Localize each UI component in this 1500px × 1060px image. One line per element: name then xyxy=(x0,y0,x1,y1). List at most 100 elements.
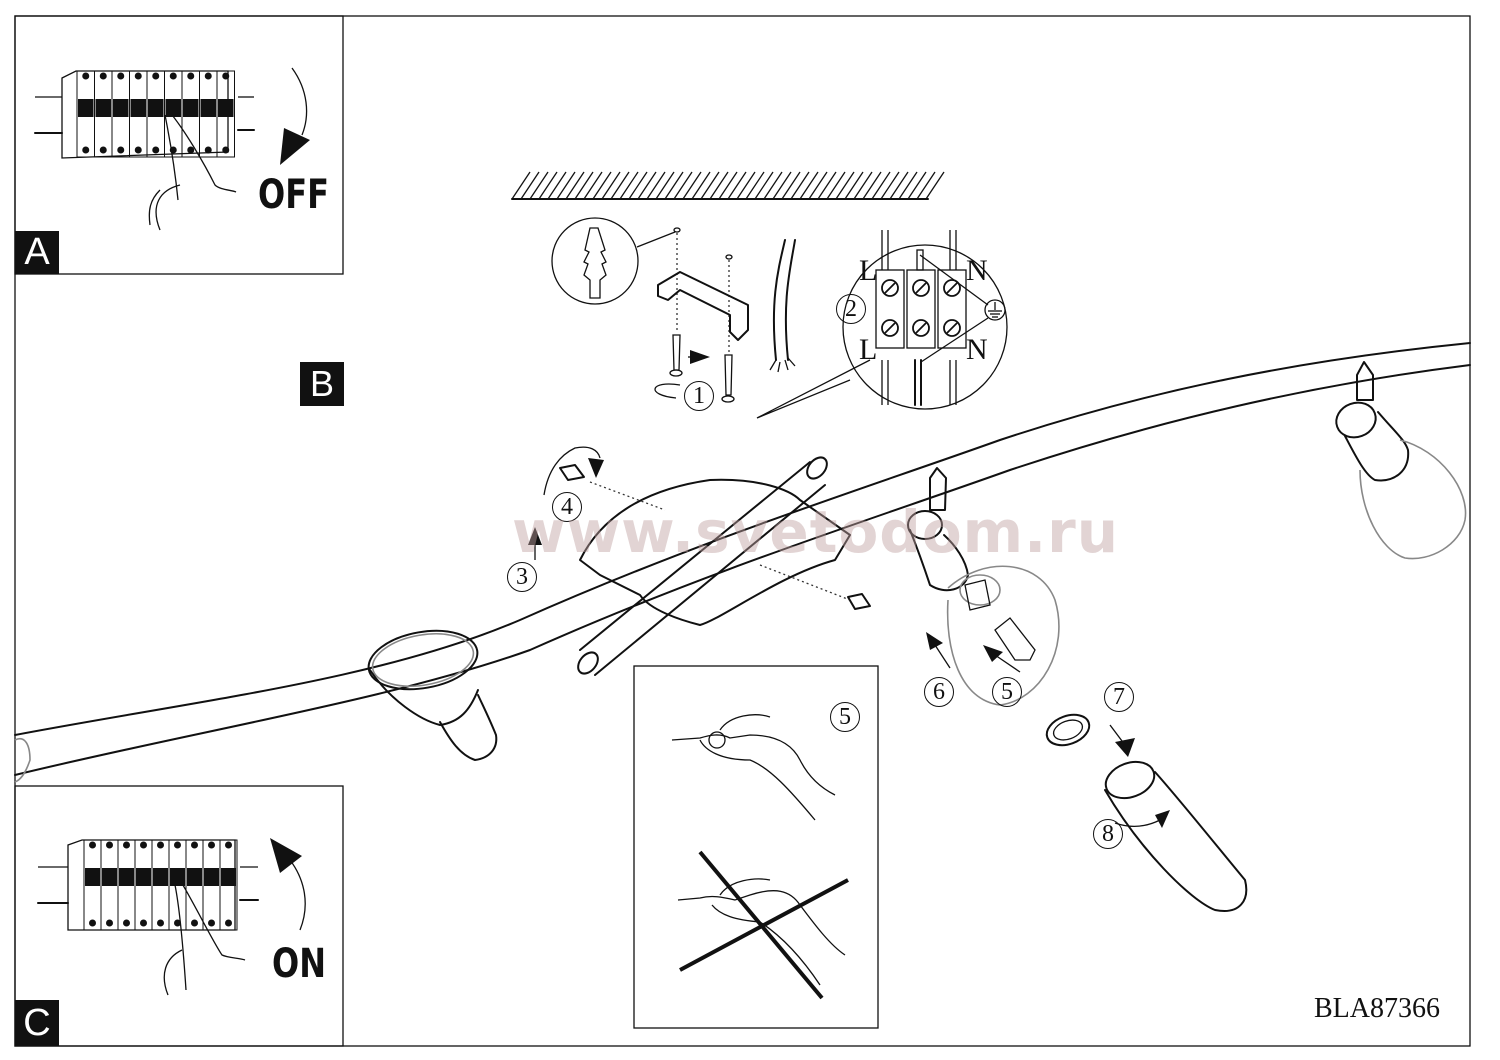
terminal-screw-icon xyxy=(191,919,198,927)
terminal-screw-icon xyxy=(152,72,160,80)
terminal-screw-icon xyxy=(82,146,90,154)
terminal-screw-icon xyxy=(106,841,113,849)
terminal-screw-icon xyxy=(204,72,212,80)
hatch-line xyxy=(610,171,630,200)
rail-top-edge xyxy=(14,342,1471,736)
hatch-line xyxy=(691,171,711,200)
hatch-line xyxy=(709,171,729,200)
hatch-line xyxy=(745,171,765,200)
canopy-screw-bottom xyxy=(847,593,871,610)
terminal-screw-icon xyxy=(208,841,215,849)
arrow-step8 xyxy=(1155,810,1170,828)
arrow-step4 xyxy=(588,458,604,478)
terminal-screw-icon xyxy=(912,319,930,337)
outer-frame xyxy=(14,15,1471,1047)
arrow-on-arc xyxy=(289,859,306,931)
terminal-screw-icon xyxy=(187,72,195,80)
step-1-marker: 1 xyxy=(684,381,714,411)
hatch-line xyxy=(772,171,792,200)
terminal-screw-icon xyxy=(99,72,107,80)
breaker-toggle xyxy=(204,868,219,886)
lamp-right xyxy=(1335,361,1467,560)
lamp-far-left xyxy=(14,738,31,783)
terminal-screw-icon xyxy=(117,146,125,154)
breaker-toggle xyxy=(78,99,94,117)
terminal-screw-icon xyxy=(174,919,181,927)
hatch-line xyxy=(871,171,891,200)
hatch-line xyxy=(583,171,603,200)
terminal-screw-icon xyxy=(881,319,899,337)
hatch-line xyxy=(799,171,819,200)
hatch-line xyxy=(646,171,666,200)
arrow-off-arc xyxy=(291,67,308,136)
breaker-toggle xyxy=(218,99,234,117)
arrow-on-head xyxy=(270,838,302,873)
breaker-toggle xyxy=(170,868,185,886)
outer-shade xyxy=(1104,760,1156,800)
arrow-step3 xyxy=(528,527,542,545)
breaker-toggle xyxy=(95,99,111,117)
terminal-screw-icon xyxy=(89,841,96,849)
terminal-label-top-left: L xyxy=(859,254,878,287)
terminal-screw-icon xyxy=(169,72,177,80)
glass-shade-middle xyxy=(946,565,1060,706)
terminal-screw-icon xyxy=(174,841,181,849)
terminal-screw-icon xyxy=(881,279,899,297)
terminal-screw-icon xyxy=(82,72,90,80)
off-label: OFF xyxy=(258,172,329,218)
terminal-screw-icon xyxy=(123,841,130,849)
ceiling-hatch xyxy=(511,171,945,200)
breaker-toggle xyxy=(130,99,146,117)
hatch-line xyxy=(808,171,828,200)
hatch-line xyxy=(637,171,657,200)
hatch-line xyxy=(754,171,774,200)
arrow-step6 xyxy=(926,632,943,650)
wall-plug-detail xyxy=(551,217,639,305)
step-2-marker: 2 xyxy=(836,294,866,324)
step5-inset-frame xyxy=(633,665,879,1029)
terminal-callout xyxy=(756,359,871,419)
lamp-left xyxy=(367,629,498,761)
breaker-toggle xyxy=(119,868,134,886)
terminal-block xyxy=(875,230,1006,406)
step-5-inset-marker: 5 xyxy=(830,702,860,732)
terminal-screw-icon xyxy=(225,919,232,927)
hatch-line xyxy=(781,171,801,200)
breaker-toggle xyxy=(148,99,164,117)
retaining-ring xyxy=(1045,713,1091,747)
terminal-screw-icon xyxy=(117,72,125,80)
hatch-line xyxy=(790,171,810,200)
terminal-screw-icon xyxy=(140,841,147,849)
hatch-line xyxy=(655,171,675,200)
step-8-marker: 8 xyxy=(1093,819,1123,849)
watermark: www.svetodom.ru xyxy=(512,498,1120,566)
terminal-screw-icon xyxy=(208,919,215,927)
breaker-panel-c xyxy=(37,838,306,996)
hatch-line xyxy=(916,171,936,200)
breaker-module xyxy=(216,70,235,158)
glass-shade-right xyxy=(1359,439,1467,560)
bulb-handling-correct xyxy=(671,714,836,821)
panel-a-label: A xyxy=(15,231,59,274)
breaker-toggle xyxy=(221,868,236,886)
terminal-screw-icon xyxy=(157,841,164,849)
hatch-line xyxy=(700,171,720,200)
step-4-marker: 4 xyxy=(552,492,582,522)
terminal-screw-icon xyxy=(191,841,198,849)
hatch-line xyxy=(619,171,639,200)
step-6-marker: 6 xyxy=(924,677,954,707)
breaker-toggle xyxy=(183,99,199,117)
terminal-screw-icon xyxy=(152,146,160,154)
arrow-step7 xyxy=(1115,738,1135,757)
panel-a-frame xyxy=(14,15,344,275)
hatch-line xyxy=(538,171,558,200)
hatch-line xyxy=(727,171,747,200)
hatch-line xyxy=(736,171,756,200)
model-number: BLA87366 xyxy=(1314,993,1440,1024)
terminal-screw-icon xyxy=(157,919,164,927)
hatch-line xyxy=(862,171,882,200)
hatch-line xyxy=(664,171,684,200)
arrow-step1 xyxy=(690,350,710,364)
terminal-screw-icon xyxy=(99,146,107,154)
